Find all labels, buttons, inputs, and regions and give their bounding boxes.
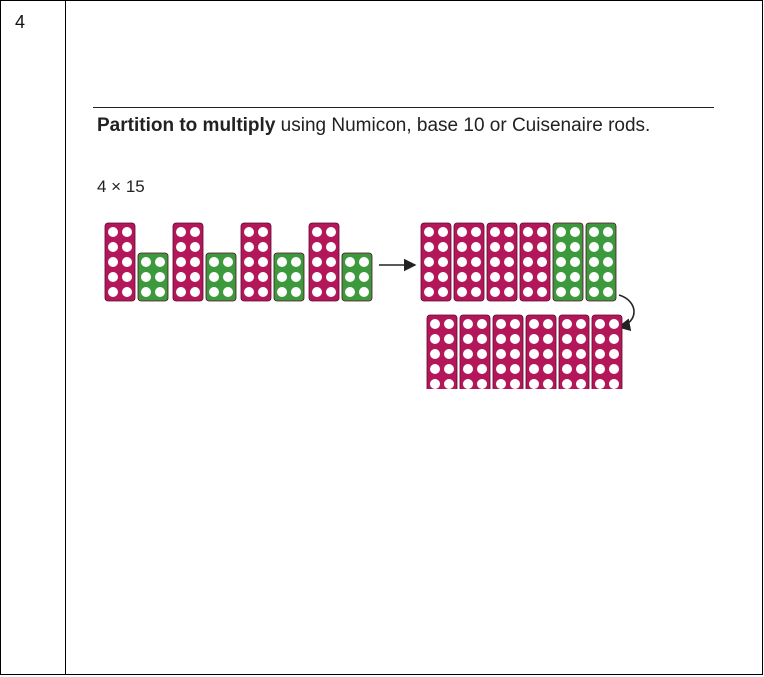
numicon-ten: [525, 314, 557, 389]
numicon-ten: [519, 222, 551, 302]
numicon-ten: [104, 222, 136, 302]
numicon-ten: [492, 314, 524, 389]
numicon-ten: [240, 222, 272, 302]
heading-bold: Partition to multiply: [97, 115, 276, 136]
numicon-ten: [453, 222, 485, 302]
section-heading: Partition to multiply using Numicon, bas…: [97, 114, 717, 137]
numicon-ten: [420, 222, 452, 302]
numicon-ten: [486, 222, 518, 302]
numicon-five: [585, 222, 617, 302]
section-rule: [93, 107, 714, 108]
curved-arrow-icon: [617, 294, 635, 332]
numicon-ten: [591, 314, 623, 389]
numicon-ten: [308, 222, 340, 302]
numicon-ten: [558, 314, 590, 389]
numicon-ten: [172, 222, 204, 302]
row-number: 4: [15, 12, 26, 32]
numicon-diagram: [104, 222, 635, 389]
multiplication-expression: 4 × 15: [97, 177, 145, 196]
numicon-ten: [426, 314, 458, 389]
numicon-ten: [459, 314, 491, 389]
column-divider: [65, 1, 66, 674]
numicon-five: [552, 222, 584, 302]
numicon-five: [137, 252, 169, 302]
numicon-five: [273, 252, 305, 302]
numicon-five: [205, 252, 237, 302]
numicon-five: [341, 252, 373, 302]
heading-rest: using Numicon, base 10 or Cuisenaire rod…: [275, 115, 651, 136]
